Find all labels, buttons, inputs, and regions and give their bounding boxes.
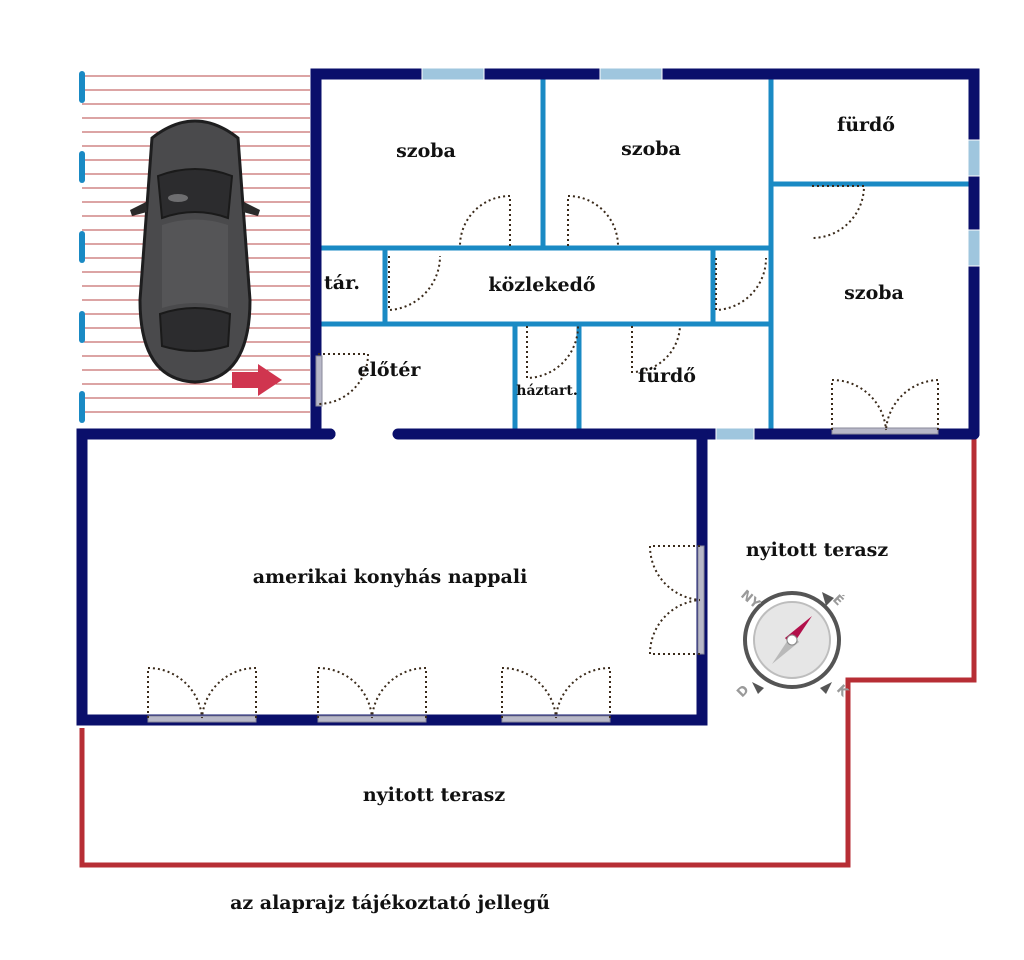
room-label-szoba-2: szoba — [621, 138, 681, 160]
room-label-furdo-top: fürdő — [837, 114, 895, 136]
door — [371, 666, 427, 719]
door — [201, 666, 257, 719]
room-label-eloter: előtér — [358, 359, 422, 381]
door — [715, 257, 767, 312]
room-label-nappali: amerikai konyhás nappali — [253, 566, 528, 588]
window — [715, 427, 755, 441]
room-label-terasz-right: nyitott terasz — [746, 539, 889, 561]
room-label-tar: tár. — [324, 272, 360, 294]
terrace-boundary — [79, 437, 977, 868]
arrow-right-icon — [232, 364, 282, 396]
compass-icon: NY É D K — [734, 588, 851, 701]
door — [648, 599, 701, 655]
door — [648, 545, 701, 601]
door — [811, 185, 866, 239]
room-label-haztart: háztart. — [516, 383, 577, 399]
door — [147, 666, 203, 719]
window — [599, 67, 663, 81]
car-icon — [130, 119, 260, 384]
room-label-szoba-1: szoba — [396, 140, 456, 162]
room-label-kozlekedo: közlekedő — [488, 274, 595, 296]
door — [831, 378, 887, 431]
window — [967, 139, 981, 177]
door-panels — [147, 355, 939, 723]
door — [317, 666, 373, 719]
window — [967, 229, 981, 267]
door — [885, 378, 939, 431]
door — [317, 353, 370, 405]
door — [459, 194, 511, 247]
window — [421, 67, 485, 81]
door — [526, 325, 579, 380]
door — [501, 666, 557, 719]
door — [555, 666, 611, 719]
room-label-furdo-mid: fürdő — [638, 365, 696, 387]
room-label-szoba-3: szoba — [844, 282, 904, 304]
door — [567, 194, 619, 247]
footer-note: az alaprajz tájékoztató jellegű — [230, 892, 550, 914]
room-labels: szoba szoba fürdő tár. közlekedő szoba e… — [253, 114, 904, 806]
room-label-terasz-bottom: nyitott terasz — [363, 784, 506, 806]
door — [388, 255, 442, 312]
doors — [147, 185, 939, 719]
compass-south-label: D — [734, 682, 752, 700]
compass-north-label: É — [829, 592, 847, 610]
inner-walls — [315, 73, 971, 431]
windows — [421, 67, 981, 441]
